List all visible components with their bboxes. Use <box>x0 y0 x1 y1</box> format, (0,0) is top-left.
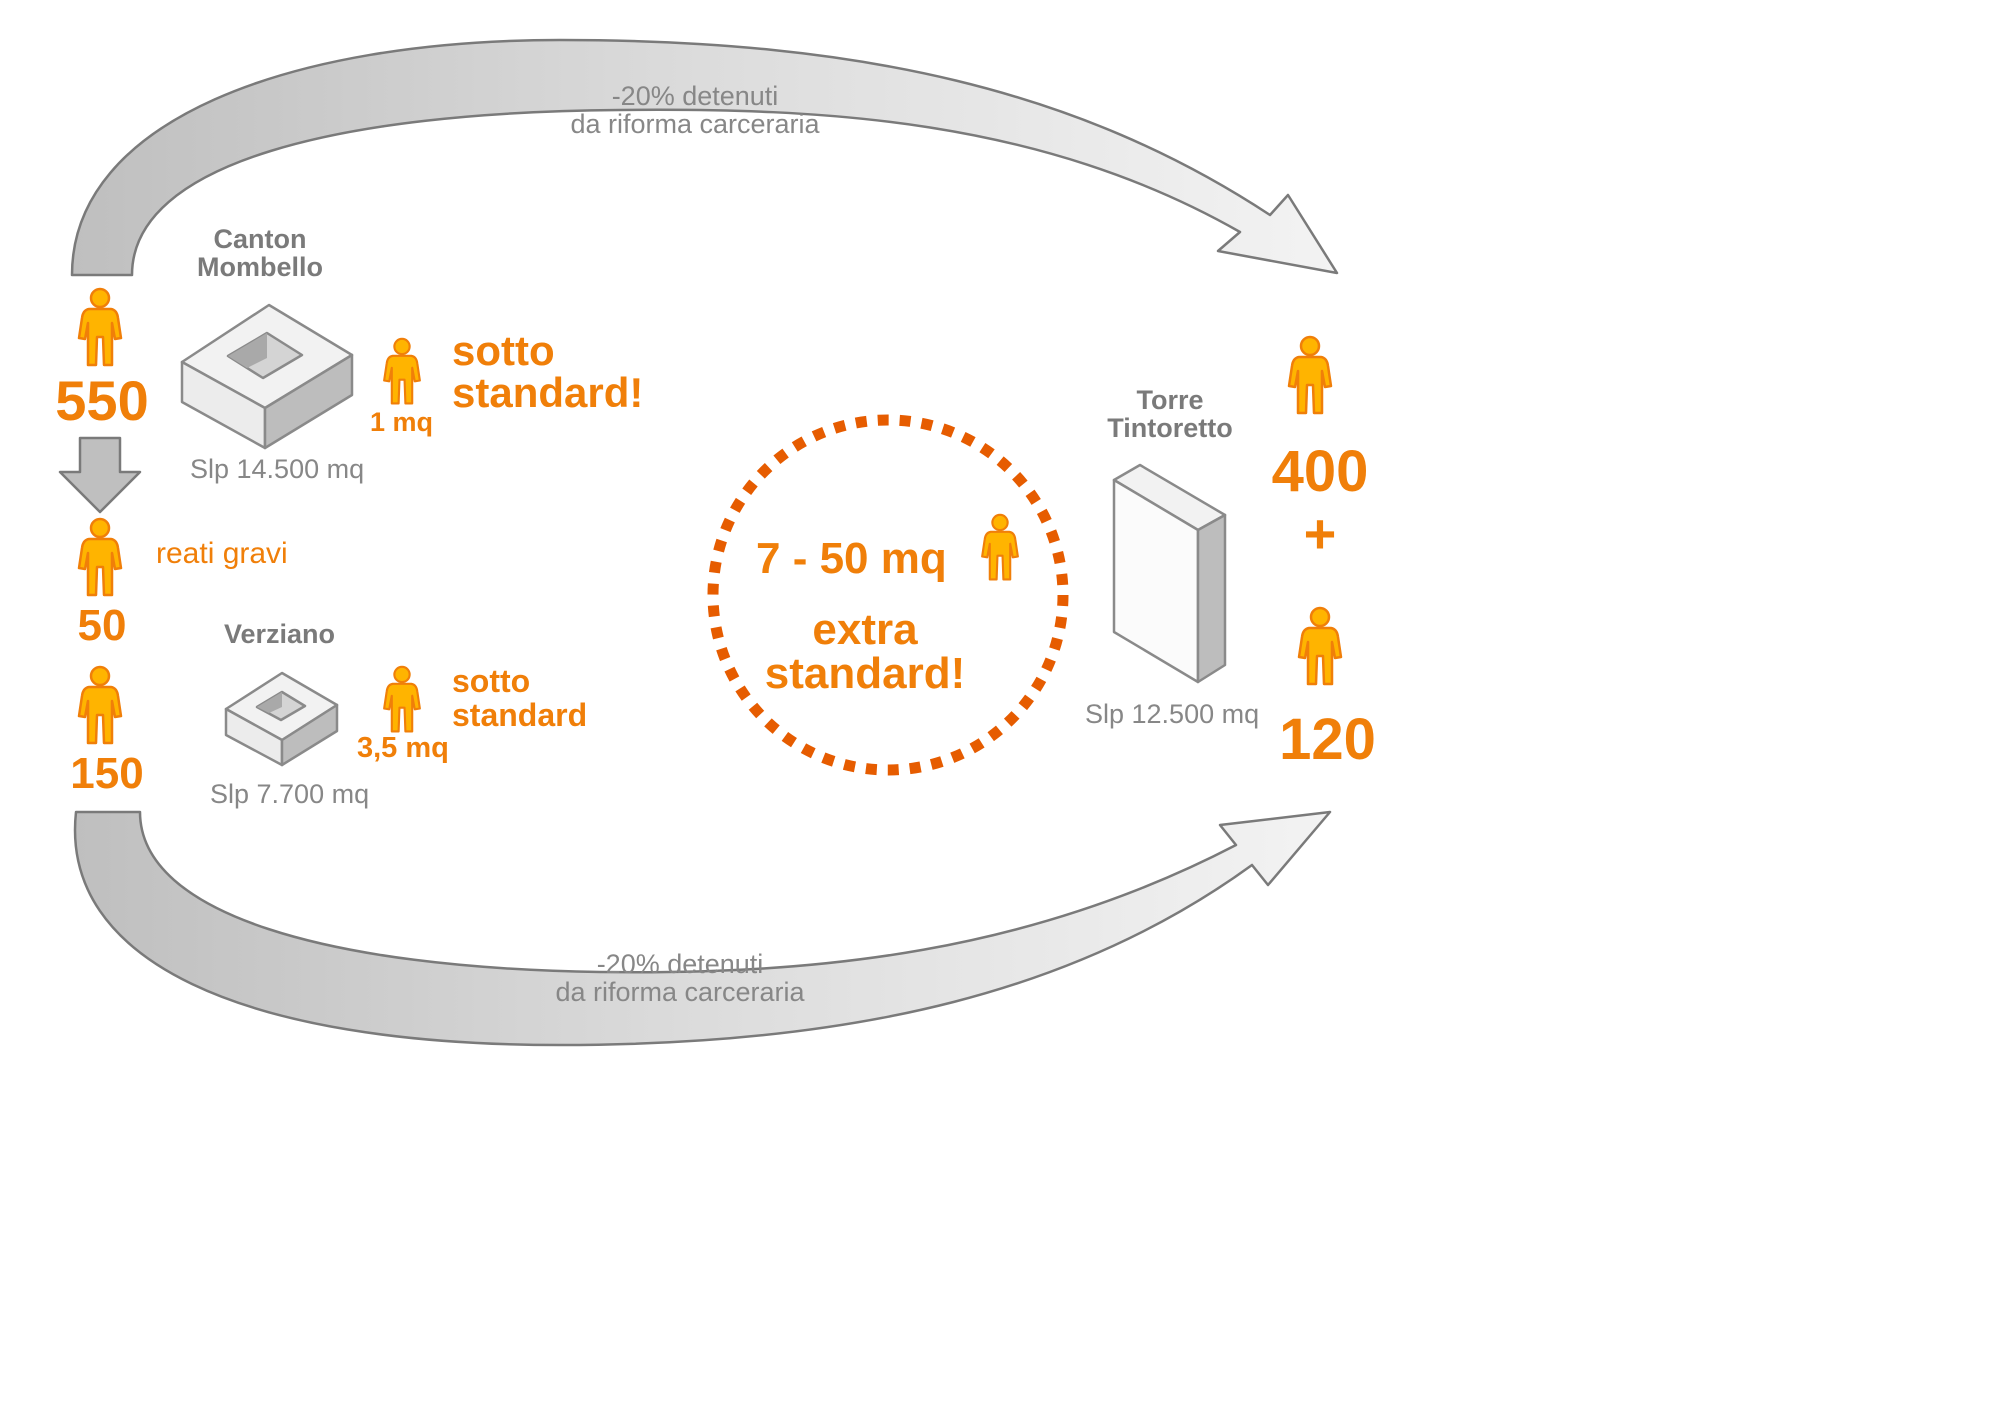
verziano-slp: Slp 7.700 mq <box>210 779 370 809</box>
right-count-plus: + <box>1303 502 1337 565</box>
right-count-first: 400 <box>1271 439 1369 504</box>
verziano-building-icon <box>224 671 339 767</box>
person-icon <box>383 665 421 733</box>
person-icon <box>1297 606 1343 686</box>
bottom-arrow-label: -20% detenuti da riforma carceraria <box>555 949 805 1008</box>
canton-space-per-person: 1 mq <box>370 407 434 437</box>
top-curved-arrow-icon <box>70 38 1339 277</box>
center-space-range: 7 - 50 mq <box>756 534 947 583</box>
torre-name: Torre Tintoretto <box>1107 385 1233 444</box>
person-icon <box>77 287 123 367</box>
verziano-count: 150 <box>70 749 144 798</box>
tower-slab-icon <box>1112 463 1227 684</box>
torre-slp: Slp 12.500 mq <box>1085 699 1260 729</box>
serious-label: reati gravi <box>156 537 288 570</box>
canton-slp: Slp 14.500 mq <box>190 454 365 484</box>
dotted-circle <box>707 414 1069 776</box>
person-icon <box>383 337 421 405</box>
person-icon <box>77 665 123 745</box>
total-count: 550 <box>55 369 149 432</box>
verziano-space-per-person: 3,5 mq <box>357 732 449 764</box>
bottom-curved-arrow-icon <box>73 810 1332 1047</box>
canton-name: Canton Mombello <box>197 224 323 283</box>
serious-count: 50 <box>77 601 127 650</box>
person-icon <box>981 513 1019 581</box>
verziano-name: Verziano <box>224 619 336 649</box>
right-count-second: 120 <box>1279 707 1376 772</box>
center-status: extra standard! <box>764 605 966 698</box>
verziano-status: sotto standard <box>452 663 588 733</box>
canton-building-icon <box>180 303 354 450</box>
canton-status: sotto standard! <box>452 327 644 416</box>
person-icon <box>77 517 123 597</box>
top-arrow-label: -20% detenuti da riforma carceraria <box>570 81 820 140</box>
down-arrow-icon <box>58 436 142 514</box>
person-icon <box>1287 335 1333 415</box>
